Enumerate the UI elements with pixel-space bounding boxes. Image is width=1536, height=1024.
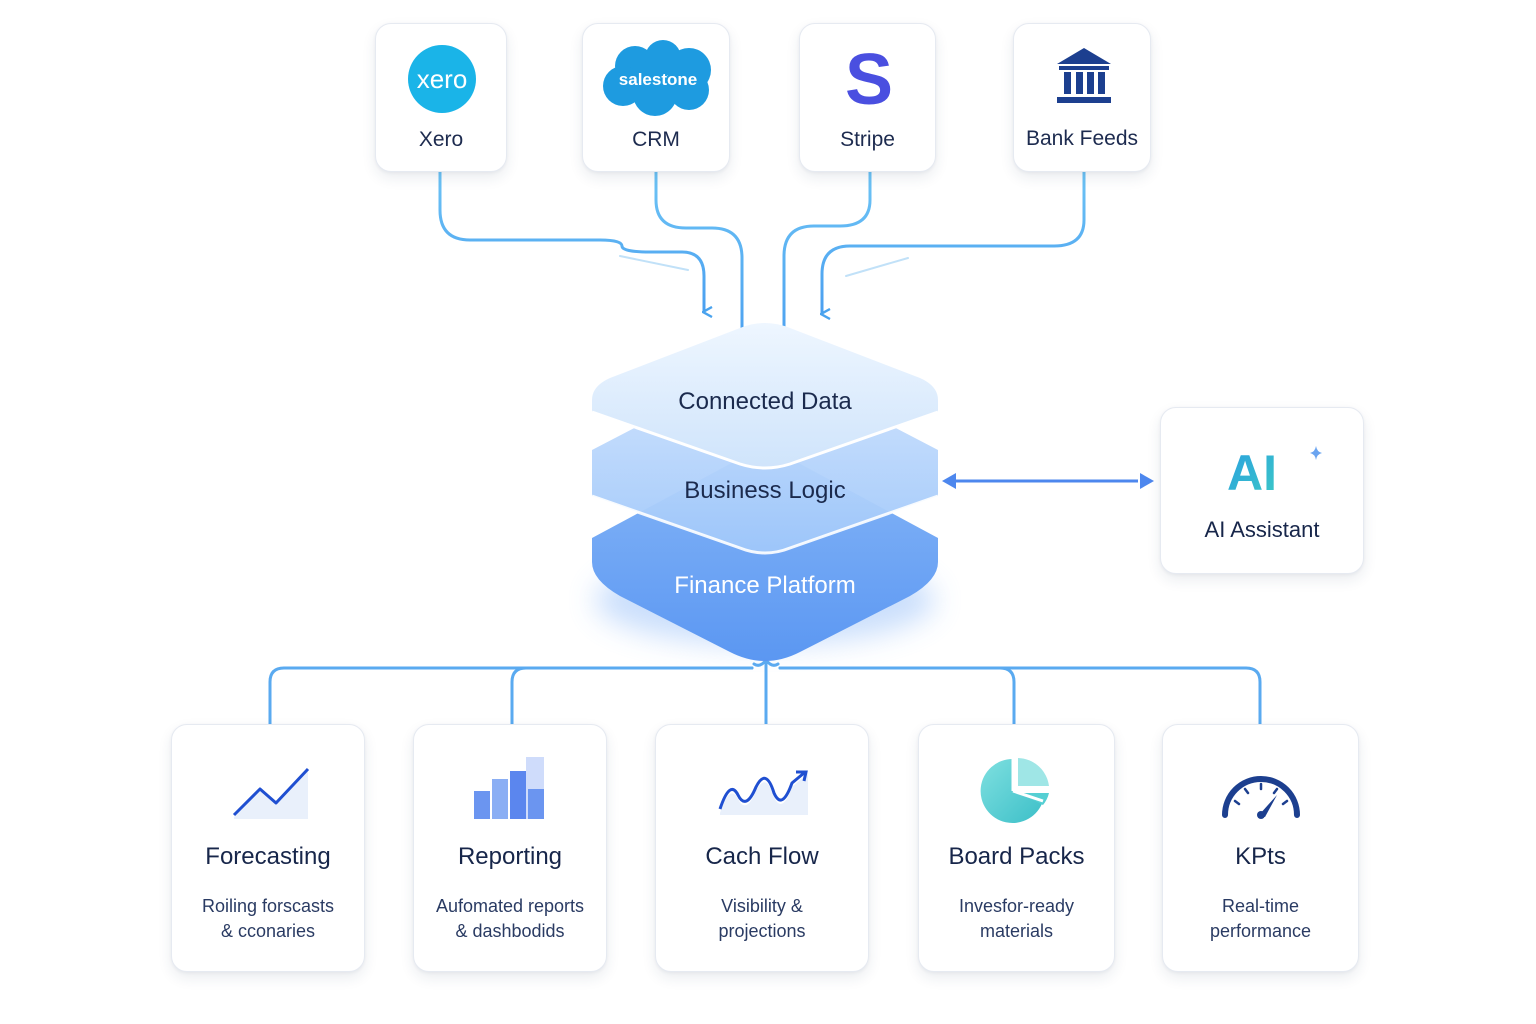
layer-label-connected-data: Connected Data xyxy=(678,388,852,415)
wire-xero xyxy=(438,170,704,312)
stripe-s-icon: S xyxy=(845,44,893,112)
layer-label-finance-platform: Finance Platform xyxy=(674,572,856,599)
output-title-kpis: KPts xyxy=(1235,843,1286,870)
bar-chart-icon xyxy=(474,757,544,819)
ai-assistant-card[interactable]: AI AI Assistant xyxy=(1160,407,1364,574)
xero-logo-text: xero xyxy=(417,64,468,94)
layer-connected-data xyxy=(591,323,939,470)
source-card-bank-feeds[interactable]: Bank Feeds xyxy=(1013,23,1151,172)
output-title-forecasting: Forecasting xyxy=(205,843,331,870)
output-card-forecasting[interactable]: Forecasting Roiling forscasts & cconarie… xyxy=(171,724,365,972)
wave-trend-icon xyxy=(718,770,808,815)
wire-stripe xyxy=(784,170,872,352)
output-card-cash-flow[interactable]: Cach Flow Visibility & projections xyxy=(655,724,869,972)
wire-crm xyxy=(654,170,742,352)
source-label-xero: Xero xyxy=(418,128,464,151)
source-card-xero[interactable]: xero Xero xyxy=(375,23,507,172)
output-sub1-forecasting: Roiling forscasts xyxy=(201,896,335,916)
output-sub2-kpis: performance xyxy=(1209,921,1312,941)
output-sub2-reporting: & dashbodids xyxy=(455,921,565,941)
bank-building-icon xyxy=(1057,48,1111,103)
trend-line-icon xyxy=(232,767,310,819)
source-card-crm[interactable]: salestone CRM xyxy=(582,23,730,172)
output-sub2-forecasting: & cconaries xyxy=(220,921,316,941)
finance-platform-stack xyxy=(591,323,939,661)
source-card-stripe[interactable]: S Stripe xyxy=(799,23,936,172)
output-sub2-board-packs: materials xyxy=(979,921,1054,941)
ai-assistant-label: AI Assistant xyxy=(1204,517,1320,542)
xero-logo-icon: xero xyxy=(408,45,476,113)
output-sub1-board-packs: Invesfor-ready xyxy=(958,896,1075,916)
wire-bank xyxy=(822,170,1086,314)
output-card-board-packs[interactable]: Board Packs Invesfor-ready materials xyxy=(918,724,1115,972)
ai-icon-text: AI xyxy=(1227,445,1277,498)
pie-chart-icon xyxy=(980,758,1049,823)
output-card-reporting[interactable]: Reporting Aufomated reports & dashbodids xyxy=(413,724,607,972)
salesforce-logo-text: salestone xyxy=(619,70,697,89)
ai-sparkle-icon: AI xyxy=(1227,445,1322,498)
layer-label-business-logic: Business Logic xyxy=(684,477,846,504)
source-label-crm: CRM xyxy=(632,128,680,151)
output-sub1-kpis: Real-time xyxy=(1221,896,1300,916)
stripe-logo-text: S xyxy=(845,44,893,112)
output-title-board-packs: Board Packs xyxy=(948,843,1085,870)
output-sub1-cash-flow: Visibility & xyxy=(721,896,803,916)
output-sub1-reporting: Aufomated reports xyxy=(435,896,585,916)
output-card-kpis[interactable]: KPts Real-time performance xyxy=(1162,724,1359,972)
gauge-icon xyxy=(1222,776,1300,819)
source-label-stripe: Stripe xyxy=(840,128,895,151)
output-title-cash-flow: Cach Flow xyxy=(705,843,819,870)
output-sub2-cash-flow: projections xyxy=(718,921,806,941)
source-label-bank-feeds: Bank Feeds xyxy=(1025,127,1139,150)
salesforce-cloud-icon: salestone xyxy=(603,40,711,116)
output-title-reporting: Reporting xyxy=(457,843,563,870)
